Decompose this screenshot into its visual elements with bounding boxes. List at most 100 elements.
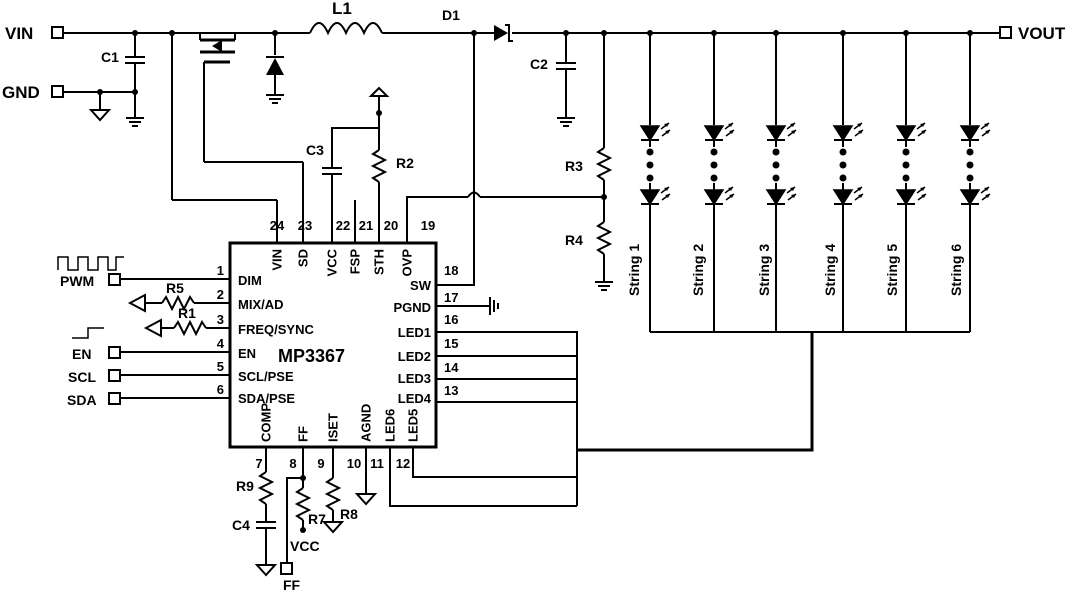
en-label: EN	[72, 346, 91, 362]
string-3-label: String 3	[756, 244, 772, 296]
capacitor-c4: C4	[232, 517, 278, 577]
svg-text:11: 11	[370, 456, 384, 471]
svg-text:4: 4	[217, 336, 225, 351]
svg-text:7: 7	[255, 456, 262, 471]
ff-label: FF	[283, 577, 301, 592]
ic-bottom-pins: COMP FF ISET AGND LED6 LED5 7 8 9 10 11 …	[255, 403, 420, 471]
vout-port[interactable]: VOUT	[999, 24, 1066, 43]
svg-text:VIN: VIN	[270, 249, 285, 271]
resistor-r8: R8	[321, 447, 358, 534]
sda-label: SDA	[67, 392, 97, 408]
resistor-r2: R2	[370, 149, 414, 243]
r7-label: R7	[308, 511, 326, 527]
string-1-label: String 1	[626, 244, 642, 296]
vout-label: VOUT	[1018, 24, 1066, 43]
svg-text:14: 14	[444, 360, 459, 375]
svg-text:PGND: PGND	[393, 300, 431, 315]
svg-text:8: 8	[289, 456, 296, 471]
ic-right-pins: 18 17 16 15 14 13 SW PGND LED1 LED2 LED3…	[393, 263, 459, 406]
svg-text:EN: EN	[238, 346, 256, 361]
r9-label: R9	[236, 478, 254, 494]
svg-text:SDA/PSE: SDA/PSE	[238, 391, 295, 406]
svg-text:DIM: DIM	[238, 273, 262, 288]
vin-port[interactable]: VIN	[5, 24, 64, 43]
scl-port[interactable]: SCL	[68, 369, 121, 385]
scl-label: SCL	[68, 369, 96, 385]
resistor-r1: R1	[143, 305, 230, 338]
resistor-r9: R9	[236, 447, 275, 522]
pwm-port[interactable]: PWM	[60, 273, 121, 289]
svg-text:13: 13	[444, 383, 458, 398]
svg-text:24: 24	[270, 218, 285, 233]
ic-left-pins: 1 2 3 4 5 6 DIM MIX/AD FREQ/SYNC EN SCL/…	[217, 263, 315, 406]
svg-text:23: 23	[298, 218, 312, 233]
svg-text:MIX/AD: MIX/AD	[238, 297, 284, 312]
mosfet-switch	[171, 33, 304, 243]
en-port[interactable]: EN	[72, 346, 121, 362]
ground-triangle-icon	[88, 109, 112, 122]
svg-text:LED5: LED5	[406, 409, 421, 442]
l1-label: L1	[332, 0, 352, 18]
d1-label: D1	[442, 7, 460, 23]
vin-label: VIN	[5, 24, 33, 43]
svg-text:19: 19	[421, 218, 435, 233]
r8-label: R8	[340, 506, 358, 522]
sda-port[interactable]: SDA	[67, 392, 121, 408]
resistor-r7: R7	[294, 478, 326, 530]
pwm-label: PWM	[60, 273, 94, 289]
svg-text:22: 22	[336, 218, 350, 233]
resistor-r3: R3	[565, 33, 613, 222]
gnd-label: GND	[2, 83, 40, 102]
svg-text:COMP: COMP	[259, 403, 274, 442]
r3-label: R3	[565, 158, 583, 174]
svg-text:LED2: LED2	[398, 349, 431, 364]
svg-text:20: 20	[384, 218, 398, 233]
svg-text:FF: FF	[296, 426, 311, 442]
diode-to-ground	[265, 33, 285, 104]
svg-text:1: 1	[217, 263, 224, 278]
svg-text:5: 5	[217, 359, 224, 374]
capacitor-c2: C2	[530, 33, 576, 127]
svg-text:10: 10	[347, 456, 361, 471]
r2-label: R2	[396, 155, 414, 171]
resistor-r5: R5	[127, 280, 230, 313]
svg-text:AGND: AGND	[359, 404, 374, 442]
svg-text:6: 6	[217, 382, 224, 397]
ic-body	[228, 241, 438, 449]
svg-text:LED3: LED3	[398, 371, 431, 386]
svg-text:STH: STH	[372, 249, 387, 275]
c3-label: C3	[306, 142, 324, 158]
svg-text:3: 3	[217, 312, 224, 327]
vcc-arrow-icon	[368, 86, 390, 97]
led-strings: String 1 String 2 String 3 String 4 Stri…	[626, 30, 991, 333]
diode-d1: D1	[442, 7, 513, 42]
svg-text:12: 12	[396, 456, 410, 471]
svg-text:9: 9	[317, 456, 324, 471]
svg-text:ISET: ISET	[326, 413, 341, 442]
ic-part-number: MP3367	[278, 346, 345, 366]
led-channel-wiring	[389, 331, 814, 507]
r5-label: R5	[166, 280, 184, 296]
vcc-label-bottom: VCC	[290, 538, 320, 554]
svg-text:SW: SW	[410, 278, 432, 293]
c1-label: C1	[101, 49, 119, 65]
svg-text:21: 21	[359, 218, 373, 233]
string-2-label: String 2	[690, 244, 706, 296]
svg-text:16: 16	[444, 312, 458, 327]
en-step-icon	[72, 327, 104, 339]
svg-text:VCC: VCC	[325, 248, 340, 276]
ff-port[interactable]: FF	[280, 562, 301, 592]
svg-text:FSP: FSP	[348, 249, 363, 275]
svg-text:LED1: LED1	[398, 325, 431, 340]
svg-text:FREQ/SYNC: FREQ/SYNC	[238, 322, 314, 337]
string-5-label: String 5	[884, 244, 900, 296]
svg-text:OVP: OVP	[400, 249, 415, 277]
svg-text:LED4: LED4	[398, 391, 432, 406]
svg-text:18: 18	[444, 263, 458, 278]
gnd-port[interactable]: GND	[2, 83, 64, 102]
svg-text:15: 15	[444, 336, 458, 351]
svg-text:LED6: LED6	[383, 409, 398, 442]
pwm-waveform-icon	[57, 256, 124, 271]
string-4-label: String 4	[822, 244, 838, 296]
